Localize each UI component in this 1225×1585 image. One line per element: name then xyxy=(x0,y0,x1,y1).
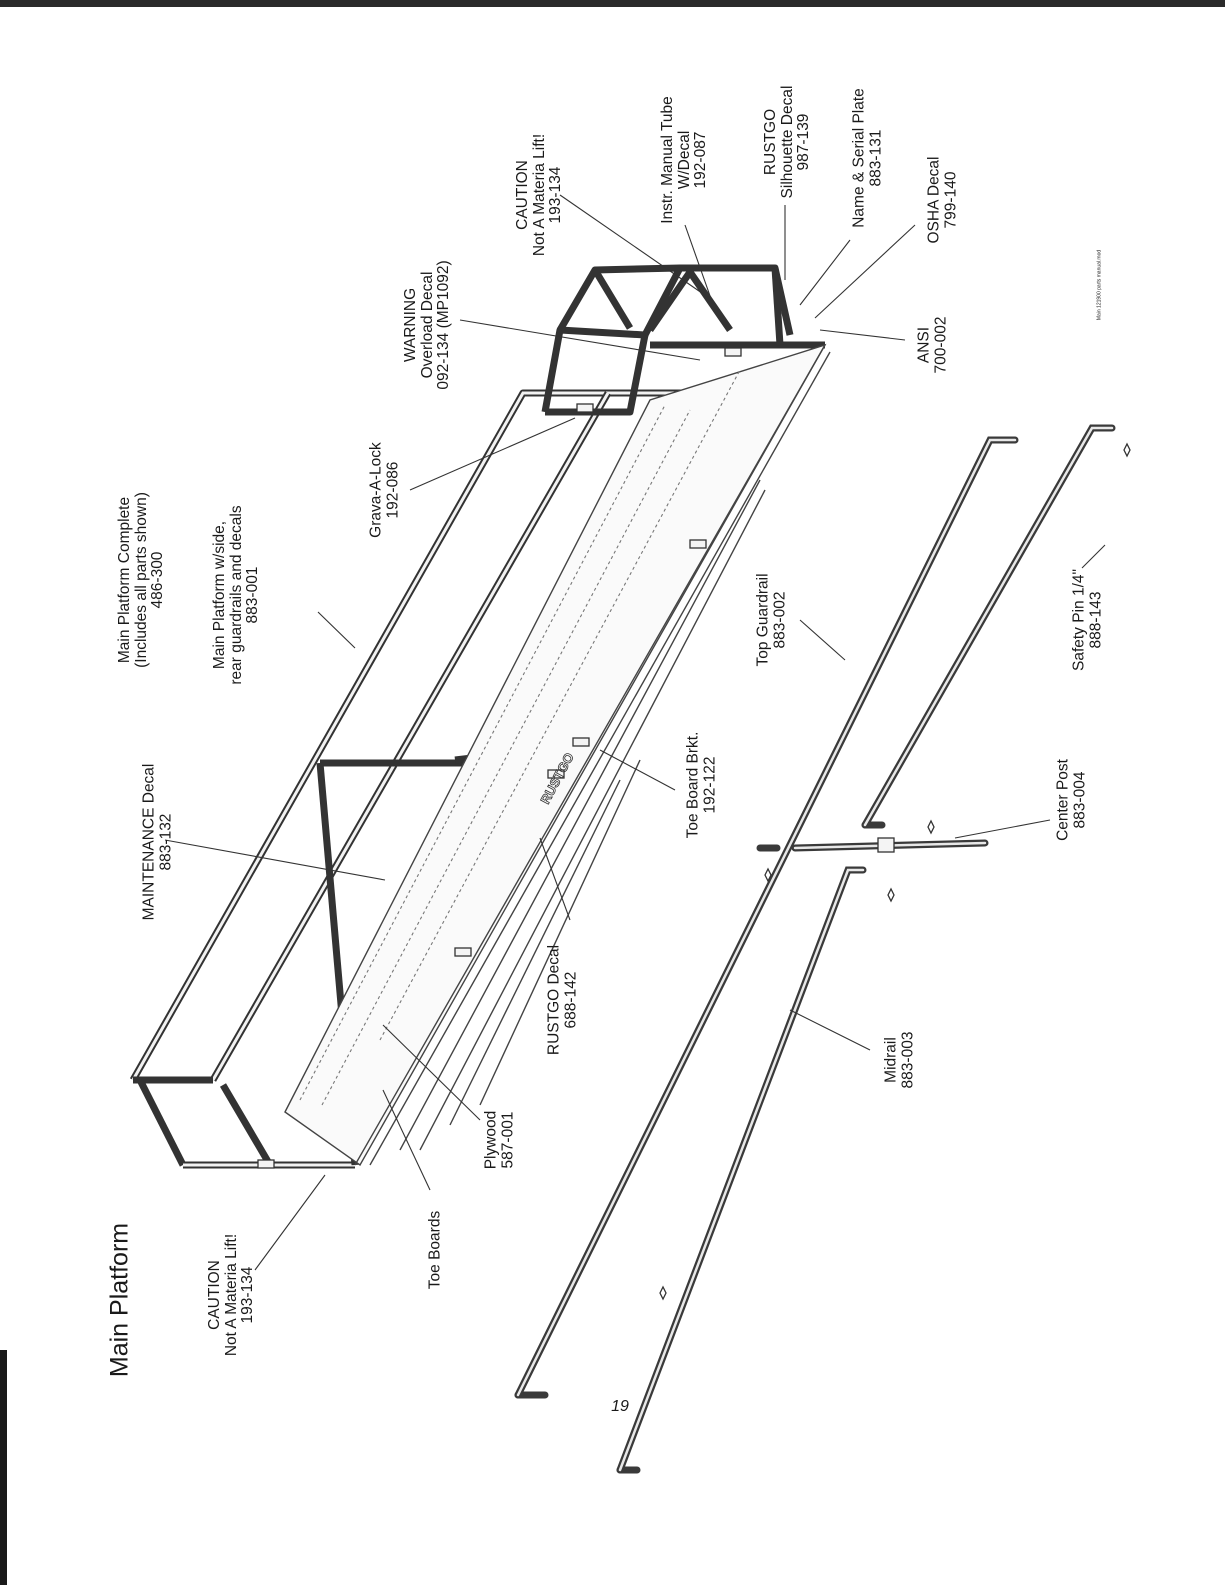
label-ansi: ANSI 700-002 xyxy=(915,316,949,374)
front-gate-frame xyxy=(541,264,825,416)
label-main-platform-wside: Main Platform w/side, rear guardrails an… xyxy=(210,505,262,685)
page-number: 19 xyxy=(611,1398,629,1415)
label-name-serial-plate: Name & Serial Plate 883-131 xyxy=(850,88,884,228)
label-midrail: Midrail 883-003 xyxy=(882,1031,916,1089)
label-safety-pin: Safety Pin 1/4" 888-143 xyxy=(1070,568,1104,672)
label-instr-manual-tube: Instr. Manual Tube W/Decal 192-087 xyxy=(658,96,710,224)
label-top-guardrail: Top Guardrail 883-002 xyxy=(754,573,788,667)
file-note: Main 121900 parts manual.mod xyxy=(1096,249,1103,321)
label-rustgo-silhouette-decal: RUSTGO Silhouette Decal 987-139 xyxy=(761,85,813,199)
label-caution-bottom: CAUTION Not A Materia Lift! 193-134 xyxy=(205,1233,257,1357)
center-post xyxy=(756,837,989,853)
leader-lines xyxy=(164,194,1106,1271)
label-rustgo-decal: RUSTGO Decal 688-142 xyxy=(545,944,579,1056)
platform-deck xyxy=(284,343,831,1167)
label-maintenance-decal: MAINTENANCE Decal 883-132 xyxy=(140,763,174,921)
scan-left-edge xyxy=(0,1350,7,1585)
label-grava-a-lock: Grava-A-Lock 192-086 xyxy=(367,442,401,538)
top-guardrail xyxy=(514,436,1019,1399)
scan-top-edge xyxy=(0,0,1225,7)
label-toe-board-brkt: Toe Board Brkt. 192-122 xyxy=(684,731,718,839)
label-plywood: Plywood 587-001 xyxy=(482,1110,516,1170)
label-center-post: Center Post 883-004 xyxy=(1054,759,1088,841)
page-title: Main Platform xyxy=(105,1222,134,1378)
toe-board-brackets xyxy=(257,347,742,1169)
label-main-platform-complete: Main Platform Complete (Includes all par… xyxy=(115,492,167,668)
midrail xyxy=(616,866,867,1474)
label-osha-decal: OSHA Decal 799-140 xyxy=(925,156,959,244)
label-caution-top: CAUTION Not A Materia Lift! 193-134 xyxy=(513,133,565,257)
label-toe-boards: Toe Boards xyxy=(426,1210,444,1290)
label-warning-overload-decal: WARNING Overload Decal 092-134 (MP1092) xyxy=(401,260,453,390)
top-guardrail-2 xyxy=(861,424,1116,829)
safety-pins xyxy=(659,442,1131,1301)
